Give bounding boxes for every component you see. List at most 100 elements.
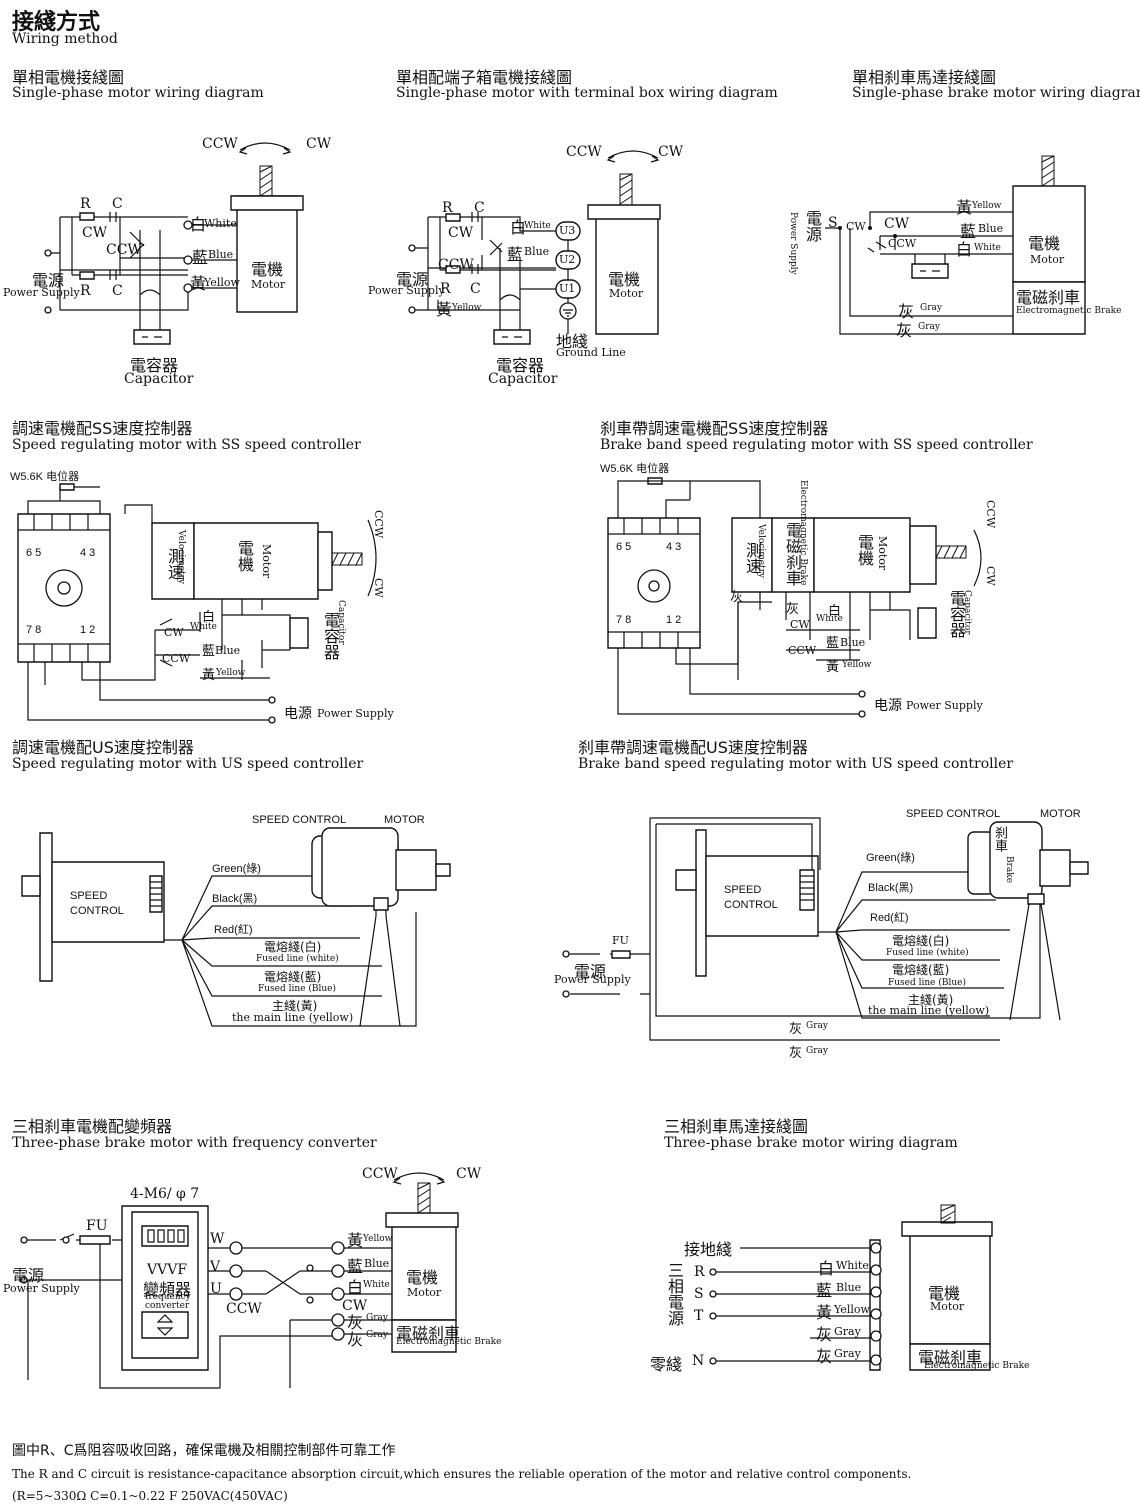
section-en: Brake band speed regulating motor with U… [578,756,1014,772]
terminals-65: 6 5 [616,541,632,553]
motor-zh-vertical: 電機 [855,534,874,566]
yellow-en: Yellow [842,660,872,670]
yellow-en: Yellow [452,303,482,313]
motor-zh: 電機 [406,1268,439,1287]
power-en: Power Supply [3,1282,80,1295]
earth-label: 接地綫 [684,1240,733,1259]
gray-zh: 灰 [896,321,913,340]
brake-zh: 電磁刹車 [396,1324,461,1343]
ccw-label: CCW [362,1166,398,1182]
cw-label: CW [846,220,866,233]
fused-white-en: Fused line (white) [256,954,339,964]
gray-en: Gray [806,1046,828,1056]
gray-en: Gray [918,322,940,332]
converter-label: converter [145,1301,190,1311]
fused-white-zh: 電熔綫(白) [264,940,322,954]
fused-blue-zh: 電熔綫(藍) [264,970,322,984]
capacitor-en: Capacitor [124,371,194,387]
power-zh: 電源 [32,271,65,290]
section-en: Brake band speed regulating motor with S… [600,437,1033,453]
cw-label: CW [342,1298,368,1314]
brake-en: Electromagnetic Brake [396,1337,502,1347]
brake-zh: 電磁刹車 [1016,288,1081,307]
red-wire: Red(紅) [870,912,909,924]
motor-en: Motor [930,1300,965,1313]
cw-switch-label: CW [82,225,108,241]
white-en: White [836,1259,869,1272]
yellow-en: Yellow [834,1303,870,1316]
motor-zh-vertical: 電機 [235,540,254,572]
gray-zh: 灰 [789,1022,803,1037]
page-title: 接綫方式 [12,10,101,35]
motor-en: Motor [1030,253,1065,266]
terminals-78: 7 8 [616,614,632,626]
blue-zh: 藍 [816,1281,833,1300]
capacitor-en-vertical: Capacitor [962,590,972,635]
ccw-label: CCW [202,136,238,152]
yellow-zh: 黃 [202,668,216,683]
power-en: Power Supply [368,284,445,297]
fused-blue-en: Fused line (Blue) [258,984,336,994]
section-zh: 調速電機配SS速度控制器 [12,419,193,438]
gray-zh: 灰 [816,1325,833,1344]
motor-en-vertical: Motor [260,544,273,579]
page-subtitle: Wiring method [12,31,118,47]
speed-control-box-line1: SPEED [724,884,762,896]
ground-zh: 地綫 [556,332,589,351]
yellow-zh: 黃 [956,198,973,217]
gray-en: Gray [366,1330,388,1340]
capacitor-en-vertical: Capacitor [336,600,346,645]
white-zh: 白 [510,218,527,237]
motor-en-vertical: Motor [876,536,889,571]
section-en: Single-phase motor wiring diagram [12,85,264,101]
blue-en: Blue [215,644,241,657]
terminal-u: U [210,1281,222,1297]
white-en: White [363,1280,390,1290]
ccw-label: CCW [566,144,602,160]
terminal-v: V [210,1259,221,1275]
yellow-zh: 黃 [816,1303,833,1322]
motor-zh: 電機 [251,260,284,279]
s-label: S [828,215,838,231]
fuse-label: FU [86,1218,108,1234]
brake-zh-vertical: 電磁刹車 [783,522,802,586]
white-zh: 白 [202,610,216,625]
motor-zh: 電機 [608,270,641,289]
cw-label: CW [164,626,184,639]
section-zh: 單相電機接綫圖 [12,68,125,87]
red-wire: Red(紅) [214,924,253,936]
n-phase: N [692,1353,705,1369]
white-zh: 白 [347,1278,364,1297]
ccw-label: CCW [226,1301,262,1317]
power-zh: 電源 [12,1266,45,1285]
main-yellow-en: the main line (yellow) [868,1004,990,1017]
section-zh: 刹車帶調速電機配US速度控制器 [578,738,808,757]
black-wire: Black(黑) [212,893,258,905]
t-phase: T [694,1308,704,1324]
yellow-zh: 黃 [826,660,840,675]
gray-zh: 灰 [816,1347,833,1366]
power-zh: 电源 [284,706,312,722]
power-en: Power Supply [906,699,983,712]
section-en: Single-phase motor with terminal box wir… [396,85,778,101]
terminals-65: 6 5 [26,547,42,559]
section-en: Three-phase brake motor with frequency c… [12,1135,377,1151]
gray-en: Gray [834,1347,861,1360]
cw-label: CW [372,578,385,598]
footer-spec: (R=5~330Ω C=0.1~0.22 F 250VAC(450VAC) [12,1489,288,1503]
white-en: White [524,221,551,231]
fused-white-en: Fused line (white) [886,948,969,958]
capacitor-zh: 電容器 [130,356,179,375]
power-zh-vertical: 電源 [803,210,822,242]
gray-zh: 灰 [730,590,744,605]
yellow-zh: 黃 [190,274,207,293]
white-zh: 白 [818,1259,835,1278]
white-en: White [816,614,843,624]
blue-en: Blue [364,1257,390,1270]
section-zh: 單相配端子箱電機接綫圖 [396,68,573,87]
ccw-switch-label: CCW [438,257,474,273]
